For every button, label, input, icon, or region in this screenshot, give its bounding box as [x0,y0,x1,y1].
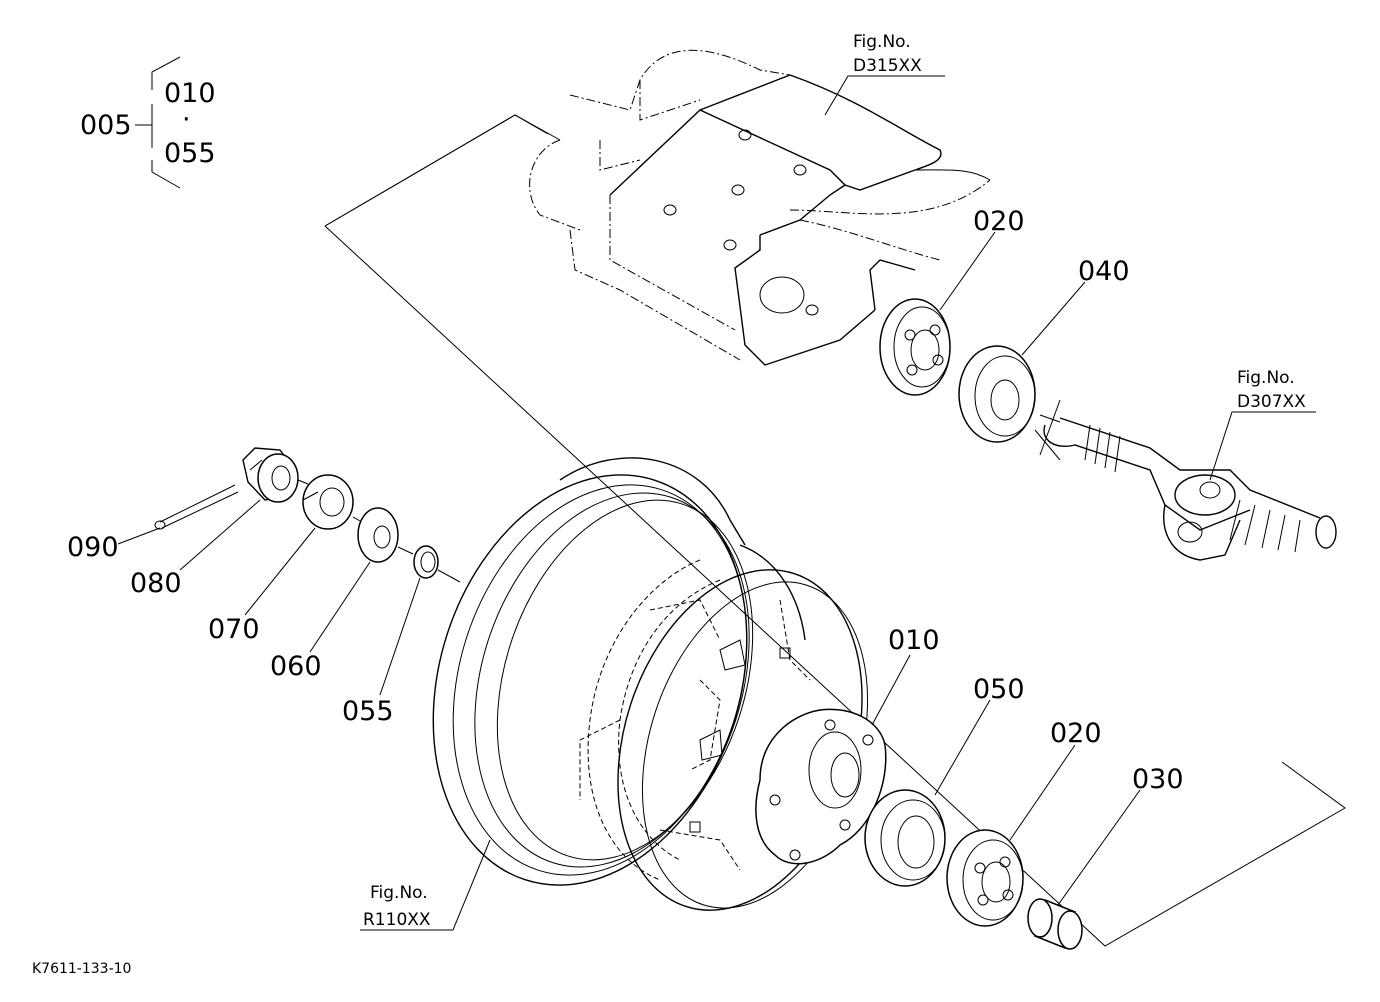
part-040-label[interactable]: 040 [1078,256,1130,287]
part-055-label[interactable]: 055 [342,696,394,727]
assembly-dot: · [182,104,191,135]
hub-seal[interactable] [864,789,946,887]
fig-ref-d315-line1: Fig.No. [853,32,911,52]
part-060-label[interactable]: 060 [270,651,322,682]
lock-washer[interactable] [302,474,354,530]
assembly-envelope [324,225,1346,947]
collar[interactable] [1027,898,1083,950]
part-010-label[interactable]: 010 [888,625,940,656]
part-070-label[interactable]: 070 [208,614,260,645]
flat-washer[interactable] [357,507,399,563]
fig-ref-d307[interactable]: Fig.No. D307XX [1209,368,1316,481]
fig-ref-d307-line1: Fig.No. [1237,368,1295,388]
bearing-lower[interactable] [946,829,1024,927]
fig-ref-r110-line2: R110XX [363,910,431,930]
assembly-last-label: 055 [164,138,216,169]
assembly-envelope-top [324,114,549,227]
wheel-rim [432,457,869,911]
small-parts-axis [297,479,309,485]
part-030-label[interactable]: 030 [1132,764,1184,795]
diagram-code: K7611-133-10 [32,961,131,977]
castle-nut[interactable] [242,447,299,503]
assembly-bracket: 005 010 · 055 [80,56,216,189]
bearing-upper[interactable] [879,298,951,396]
assembly-envelope-line [324,114,561,227]
fig-ref-r110-line1: Fig.No. [370,883,428,903]
part-050-label[interactable]: 050 [973,674,1025,705]
drive-shaft [1034,399,1337,561]
fig-ref-d315[interactable]: Fig.No. D315XX [824,32,945,116]
cotter-pin[interactable] [154,484,239,530]
part-020-lower-label[interactable]: 020 [1050,718,1102,749]
assembly-first-label: 010 [164,78,216,109]
oil-seal[interactable] [958,345,1036,443]
wheel-hub[interactable] [755,708,887,865]
fig-ref-r110[interactable]: Fig.No. R110XX [360,839,491,931]
fig-ref-d307-line2: D307XX [1237,392,1306,412]
fig-ref-d315-line2: D315XX [853,56,922,76]
part-020-upper-label[interactable]: 020 [973,206,1025,237]
part-080-label[interactable]: 080 [130,568,182,599]
assembly-parent-label: 005 [80,110,132,141]
axle-housing [529,49,991,366]
snap-ring[interactable] [413,545,439,579]
axis-line [1039,414,1061,423]
part-090-label[interactable]: 090 [67,532,119,563]
